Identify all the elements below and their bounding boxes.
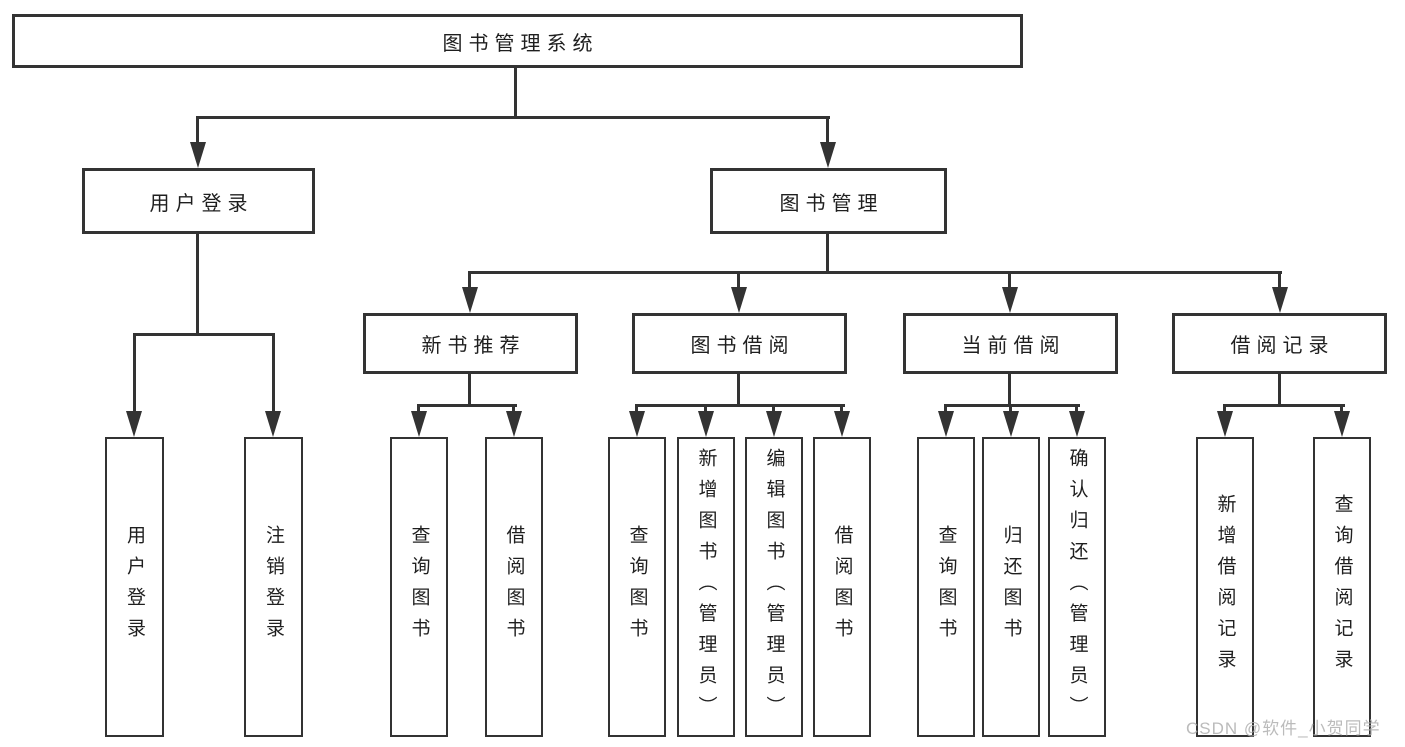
leaf-query-books-current: 查询图书 [917, 437, 975, 737]
node-new-book-recommend: 新书推荐 [363, 313, 578, 374]
arrow-down-icon [411, 411, 427, 437]
connector-line [514, 68, 517, 118]
connector-line [737, 271, 740, 293]
leaf-borrow-books-recommend: 借阅图书 [485, 437, 543, 737]
leaf-logout: 注销登录 [244, 437, 303, 737]
connector-line [1278, 374, 1281, 407]
arrow-down-icon [834, 411, 850, 437]
connector-line [826, 116, 829, 148]
node-borrowing-records-label: 借阅记录 [1230, 335, 1335, 357]
arrow-down-icon [938, 411, 954, 437]
leaf-user-login-label: 用户登录 [124, 525, 145, 649]
connector-line [635, 404, 638, 416]
arrow-down-icon [698, 411, 714, 437]
leaf-borrow-books-recommend-label: 借阅图书 [503, 525, 525, 649]
leaf-query-books-current-label: 查询图书 [935, 525, 957, 649]
node-library-system-label: 图书管理系统 [442, 32, 599, 55]
connector-line [196, 116, 199, 148]
connector-line [1223, 404, 1226, 416]
leaf-query-books-borrowing-label: 查询图书 [626, 525, 648, 649]
leaf-logout-label: 注销登录 [263, 525, 284, 649]
leaf-query-books-recommend: 查询图书 [390, 437, 448, 737]
arrow-down-icon [1334, 411, 1350, 437]
arrow-down-icon [1002, 287, 1018, 313]
leaf-add-book-admin: 新增图书（管理员） [677, 437, 735, 737]
arrow-down-icon [506, 411, 522, 437]
connector-line [468, 271, 1282, 274]
arrow-down-icon [265, 411, 281, 437]
connector-line [944, 404, 947, 416]
connector-line [512, 404, 515, 416]
leaf-add-borrow-record-label: 新增借阅记录 [1214, 494, 1236, 680]
connector-line [944, 404, 1080, 407]
leaf-return-book: 归还图书 [982, 437, 1040, 737]
arrow-down-icon [190, 142, 206, 168]
connector-line [737, 374, 740, 407]
connector-line [1223, 404, 1345, 407]
connector-line [133, 333, 275, 336]
connector-line [468, 271, 471, 293]
leaf-confirm-return-admin-label: 确认归还（管理员） [1066, 447, 1088, 727]
node-user-login: 用户登录 [82, 168, 315, 234]
node-book-borrowing: 图书借阅 [632, 313, 847, 374]
leaf-edit-book-admin: 编辑图书（管理员） [745, 437, 803, 737]
leaf-query-borrow-record-label: 查询借阅记录 [1331, 494, 1353, 680]
arrow-down-icon [1003, 411, 1019, 437]
node-new-book-recommend-label: 新书推荐 [421, 335, 526, 357]
node-current-borrowing: 当前借阅 [903, 313, 1118, 374]
leaf-confirm-return-admin: 确认归还（管理员） [1048, 437, 1106, 737]
connector-line [272, 333, 275, 415]
arrow-down-icon [629, 411, 645, 437]
leaf-user-login: 用户登录 [105, 437, 164, 737]
arrow-down-icon [126, 411, 142, 437]
connector-line [1008, 271, 1011, 293]
connector-line [133, 333, 136, 415]
connector-line [196, 234, 199, 336]
connector-line [468, 374, 471, 407]
arrow-down-icon [462, 287, 478, 313]
connector-line [1009, 404, 1012, 416]
arrow-down-icon [1069, 411, 1085, 437]
leaf-borrow-books: 借阅图书 [813, 437, 871, 737]
leaf-borrow-books-label: 借阅图书 [831, 525, 853, 649]
node-book-management-label: 图书管理 [779, 192, 884, 215]
leaf-query-books-recommend-label: 查询图书 [408, 525, 430, 649]
arrow-down-icon [1272, 287, 1288, 313]
connector-line [1278, 271, 1281, 293]
connector-line [635, 404, 845, 407]
connector-line [417, 404, 517, 407]
connector-line [196, 116, 830, 119]
arrow-down-icon [731, 287, 747, 313]
node-borrowing-records: 借阅记录 [1172, 313, 1387, 374]
leaf-query-books-borrowing: 查询图书 [608, 437, 666, 737]
connector-line [826, 234, 829, 274]
node-current-borrowing-label: 当前借阅 [961, 335, 1066, 357]
connector-line [1008, 374, 1011, 407]
connector-line [1340, 404, 1343, 416]
connector-line [772, 404, 775, 416]
connector-line [1075, 404, 1078, 416]
leaf-return-book-label: 归还图书 [1000, 525, 1022, 649]
csdn-watermark: CSDN @软件_小贺同学 [1186, 719, 1381, 738]
leaf-add-book-admin-label: 新增图书（管理员） [695, 447, 717, 727]
arrow-down-icon [766, 411, 782, 437]
connector-line [840, 404, 843, 416]
leaf-edit-book-admin-label: 编辑图书（管理员） [763, 447, 785, 727]
node-book-management: 图书管理 [710, 168, 947, 234]
node-book-borrowing-label: 图书借阅 [690, 335, 795, 357]
connector-line [417, 404, 420, 416]
arrow-down-icon [820, 142, 836, 168]
node-library-system: 图书管理系统 [12, 14, 1023, 68]
arrow-down-icon [1217, 411, 1233, 437]
node-user-login-label: 用户登录 [149, 192, 254, 215]
leaf-add-borrow-record: 新增借阅记录 [1196, 437, 1254, 737]
connector-line [704, 404, 707, 416]
leaf-query-borrow-record: 查询借阅记录 [1313, 437, 1371, 737]
